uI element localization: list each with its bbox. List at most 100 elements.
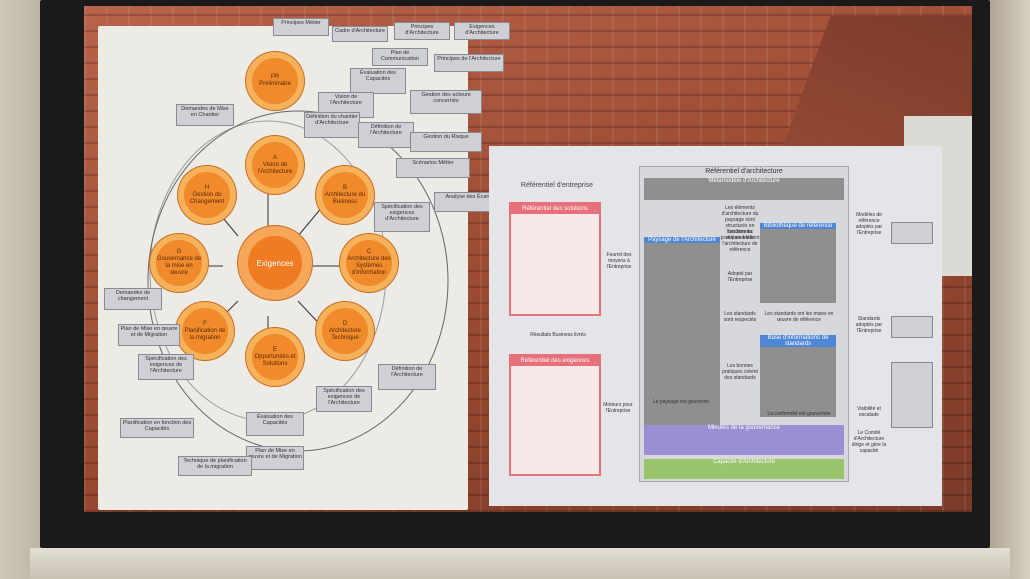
card-text: Analyse des Écarts: [445, 194, 493, 200]
phase-letter: D: [342, 320, 348, 327]
card-text: Définition du chantier d'Architecture: [306, 114, 358, 126]
card: Définition du chantier d'Architecture: [304, 112, 360, 138]
requirements-repo: Référentiel des exigences: [509, 354, 601, 476]
card: Évaluation des Capacités: [350, 68, 406, 94]
card-text: Spécification des exigences d'Architectu…: [381, 204, 423, 222]
reference-library: Bibliothèque de référence: [760, 223, 836, 303]
phase-name: Préliminaire: [259, 81, 291, 87]
card: Plan de Mise en œuvre et de Migration: [118, 324, 180, 346]
metamodel-label: Métamodèle d'Architecture: [708, 178, 780, 184]
solutions-repo: Référentiel des solutions: [509, 202, 601, 316]
card: Demandes de Mise en Chantier: [176, 104, 234, 126]
card: Analyse des Écarts: [434, 192, 504, 212]
phase-name: Architecture Technique: [328, 327, 361, 341]
card: Planification en fonction des Capacités: [120, 418, 194, 438]
phase-name: Planification de la migration: [184, 327, 226, 341]
note: Adopté par l'Entreprise: [727, 271, 753, 283]
sticky-card: [891, 222, 933, 244]
card-text: Spécification des exigences de l'Archite…: [145, 356, 187, 374]
note: Les standards ont les mises en œuvre de …: [764, 311, 834, 323]
arch-repo: Référentiel d'architecture Métamodèle d'…: [639, 166, 849, 482]
phase-name: Gestion du Changement: [189, 191, 225, 205]
phase-name: Architecture du Business: [324, 191, 366, 205]
card: Principes de l'Architecture: [434, 54, 504, 72]
card-text: Gestion des acteurs concernés: [421, 92, 471, 104]
note: Les éléments d'architecture du paysage s…: [721, 205, 759, 241]
card: Gestion du Risque: [410, 132, 482, 152]
card: Définition de l'Architecture: [378, 364, 436, 390]
card-text: Exigences d'Architecture: [465, 24, 499, 36]
phase-letter: G: [176, 249, 182, 255]
card: Scénarios Métier: [396, 158, 470, 178]
landscape-col: Paysage de l'Architecture: [644, 237, 720, 427]
card: Principes d'Architecture: [394, 22, 450, 40]
card: Spécification des exigences de l'Archite…: [138, 354, 194, 380]
card-text: Planification en fonction des Capacités: [122, 420, 192, 432]
governance-log: Minutes de la gouvernance: [644, 425, 844, 455]
note: La conformité est gouvernée: [767, 411, 831, 417]
card-text: Technique de planification de la migrati…: [183, 458, 247, 470]
card-text: Définition de l'Architecture: [370, 124, 402, 136]
card-text: Principes de l'Architecture: [437, 56, 501, 62]
card-text: Demandes de Mise en Chantier: [181, 106, 229, 118]
card-text: Gestion du Risque: [423, 134, 469, 140]
standards-base: Base d'informations de standards: [760, 335, 836, 417]
card: Plan de Communication: [372, 48, 428, 66]
phase-name: Architecture des Systèmes d'Information: [347, 256, 391, 276]
card: Définition de l'Architecture: [358, 122, 414, 148]
metamodel-bar: Métamodèle d'Architecture: [644, 178, 844, 200]
label-results: Résultats Business livrés: [530, 332, 586, 338]
label-provides: Fournit des moyens à l'Entreprise: [606, 252, 632, 270]
card: Spécification des exigences de l'Archite…: [316, 386, 372, 412]
landscape-header: Paysage de l'Architecture: [644, 237, 720, 243]
requirements-repo-header: Référentiel des exigences: [511, 356, 599, 366]
card: Gestion des acteurs concernés: [410, 90, 482, 114]
card: Évaluation des Capacités: [246, 412, 304, 436]
card-text: Plan de Mise en œuvre et de Migration: [120, 326, 178, 338]
card-text: Demandes de changement: [115, 290, 151, 302]
card-text: Plan de Communication: [380, 50, 420, 62]
card-text: Principes Métier: [281, 20, 321, 26]
phase-letter: H: [204, 184, 210, 191]
card: Cadre d'Architecture: [332, 26, 388, 42]
phase-name: Vision de l'Architecture: [257, 161, 293, 175]
card-text: Scénarios Métier: [412, 160, 454, 166]
card-text: Plan de Mise en œuvre et de Migration: [248, 448, 302, 460]
note: Les bonnes pratiques créent des standard…: [722, 363, 758, 381]
arch-repo-title: Référentiel d'architecture: [705, 168, 783, 175]
card: Exigences d'Architecture: [454, 22, 510, 40]
card-text: Vision de l'Architecture: [330, 94, 362, 106]
card-text: Principes d'Architecture: [405, 24, 439, 36]
capability-label: Capacité d'Architecture: [713, 459, 775, 465]
phase-letter: PR: [270, 74, 280, 80]
phase-letter: B: [342, 184, 347, 191]
standards-header: Base d'informations de standards: [760, 335, 836, 347]
card: Plan de Mise en œuvre et de Migration: [246, 446, 304, 470]
card-text: Spécification des exigences de l'Archite…: [323, 388, 365, 406]
note: Visibilité et escalade: [857, 406, 881, 418]
card: Principes Métier: [273, 18, 329, 36]
phase-letter: A: [272, 154, 277, 161]
card: Technique de planification de la migrati…: [178, 456, 252, 476]
solutions-repo-header: Référentiel des solutions: [511, 204, 599, 214]
sticky-card: [891, 362, 933, 428]
phase-letter: F: [203, 320, 207, 327]
note: Les standards sont respectés: [723, 311, 757, 323]
enterprise-repo-title: Référentiel d'entreprise: [520, 182, 594, 189]
note: Modèles de référence adoptés par l'Entre…: [855, 212, 883, 236]
card-text: Évaluation des Capacités: [359, 70, 397, 82]
window-sill: [30, 548, 1010, 579]
governance-label: Minutes de la gouvernance: [707, 425, 781, 431]
center-label: Exigences: [256, 258, 294, 268]
phase-name: Opportunités et Solutions: [254, 353, 296, 367]
